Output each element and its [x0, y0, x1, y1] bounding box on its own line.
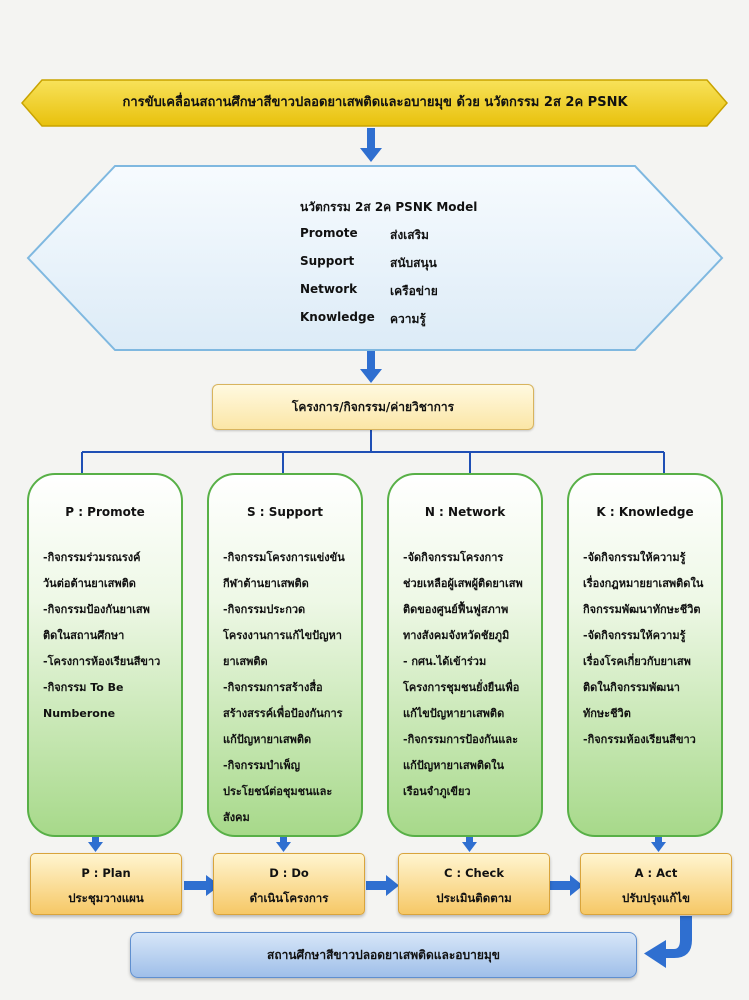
list-item: -กิจกรรมการป้องกันและ แก้ปัญหายาเสพติดใน… [403, 733, 519, 798]
list-item: -กิจกรรมโครงการแข่งขัน กีฬาต้านยาเสพติด [223, 551, 345, 590]
pillar-title: S : Support [246, 505, 324, 519]
pillar-title: P : Promote [65, 505, 145, 519]
pillar-network: N : Network -จัดกิจกรรมโครงการ ช่วยเหลือ… [387, 473, 543, 837]
model-hexagon [26, 165, 724, 351]
pdca-sub: ประชุมวางแผน [68, 891, 144, 905]
model-row-knowledge-th: ความรู้ [390, 312, 426, 326]
tree-connector [81, 429, 665, 473]
list-item: -กิจกรรมห้องเรียนสีขาว [583, 733, 696, 746]
pdca-sub: ดำเนินโครงการ [249, 891, 329, 905]
model-row-network-en: Network [300, 282, 358, 296]
pdca-do-box: D : Do ดำเนินโครงการ [213, 853, 365, 915]
curved-arrow [644, 916, 692, 968]
pillar-list: -กิจกรรมร่วมรณรงค์ วันต่อต้านยาเสพติด -ก… [43, 545, 173, 727]
list-item: -กิจกรรมป้องกันยาเสพ ติดในสถานศึกษา [43, 603, 150, 642]
pillar-promote: P : Promote -กิจกรรมร่วมรณรงค์ วันต่อต้า… [27, 473, 183, 837]
pillar-support: S : Support -กิจกรรมโครงการแข่งขัน กีฬาต… [207, 473, 363, 837]
pdca-head: A : Act [634, 866, 678, 880]
list-item: - กศน.ได้เข้าร่วม โครงการชุมชนยั่งยืนเพื… [403, 655, 520, 720]
list-item: -กิจกรรมบำเพ็ญ ประโยชน์ต่อชุมชนและ สังคม [223, 759, 333, 824]
pillar-list: -จัดกิจกรรมโครงการ ช่วยเหลือผู้เสพผู้ติด… [403, 545, 533, 805]
arrow-down-2 [360, 351, 382, 383]
pdca-arrows [184, 875, 583, 896]
pdca-act-box: A : Act ปรับปรุงแก้ไข [580, 853, 732, 915]
model-row-knowledge-en: Knowledge [300, 310, 375, 324]
list-item: -กิจกรรมร่วมรณรงค์ วันต่อต้านยาเสพติด [43, 551, 141, 590]
pillar-list: -กิจกรรมโครงการแข่งขัน กีฬาต้านยาเสพติด … [223, 545, 353, 831]
pdca-plan-box: P : Plan ประชุมวางแผน [30, 853, 182, 915]
list-item: -กิจกรรม To Be Numberone [43, 681, 124, 720]
title-banner-text: การขับเคลื่อนสถานศึกษาสีขาวปลอดยาเสพติดแ… [122, 95, 628, 110]
list-item: -จัดกิจกรรมให้ความรู้ เรื่องกฎหมายยาเสพต… [583, 551, 704, 616]
list-item: -โครงการห้องเรียนสีขาว [43, 655, 161, 668]
title-banner [21, 79, 728, 127]
arrow-down-1 [360, 128, 382, 162]
model-row-promote-en: Promote [300, 226, 358, 240]
pdca-head: C : Check [444, 866, 504, 880]
pdca-head: P : Plan [81, 866, 131, 880]
list-item: -จัดกิจกรรมโครงการ ช่วยเหลือผู้เสพผู้ติด… [403, 551, 523, 642]
pdca-head: D : Do [269, 866, 309, 880]
pillar-title: K : Knowledge [596, 505, 694, 519]
final-result-box: สถานศึกษาสีขาวปลอดยาเสพติดและอบายมุข [130, 932, 637, 978]
pillar-list: -จัดกิจกรรมให้ความรู้ เรื่องกฎหมายยาเสพต… [583, 545, 713, 753]
pdca-sub: ประเมินติดตาม [436, 891, 512, 905]
pillar-title: N : Network [424, 505, 506, 519]
list-item: -กิจกรรมประกวด โครงงานการแก้ไขปัญหา ยาเส… [223, 603, 342, 668]
projects-box: โครงการ/กิจกรรม/ค่ายวิชาการ [212, 384, 534, 430]
list-item: -จัดกิจกรรมให้ความรู้ เรื่องโรคเกี่ยวกับ… [583, 629, 691, 720]
model-row-support-th: สนับสนุน [390, 256, 437, 270]
pdca-check-box: C : Check ประเมินติดตาม [398, 853, 550, 915]
model-title: นวัตกรรม 2ส 2ค PSNK Model [300, 200, 478, 214]
model-row-promote-th: ส่งเสริม [390, 228, 429, 242]
pillar-knowledge: K : Knowledge -จัดกิจกรรมให้ความรู้ เรื่… [567, 473, 723, 837]
model-row-network-th: เครือข่าย [390, 284, 438, 298]
pillar-arrows [88, 837, 666, 852]
model-row-support-en: Support [300, 254, 355, 268]
pdca-sub: ปรับปรุงแก้ไข [622, 891, 690, 905]
list-item: -กิจกรรมการสร้างสื่อ สร้างสรรค์เพื่อป้อง… [223, 681, 343, 746]
